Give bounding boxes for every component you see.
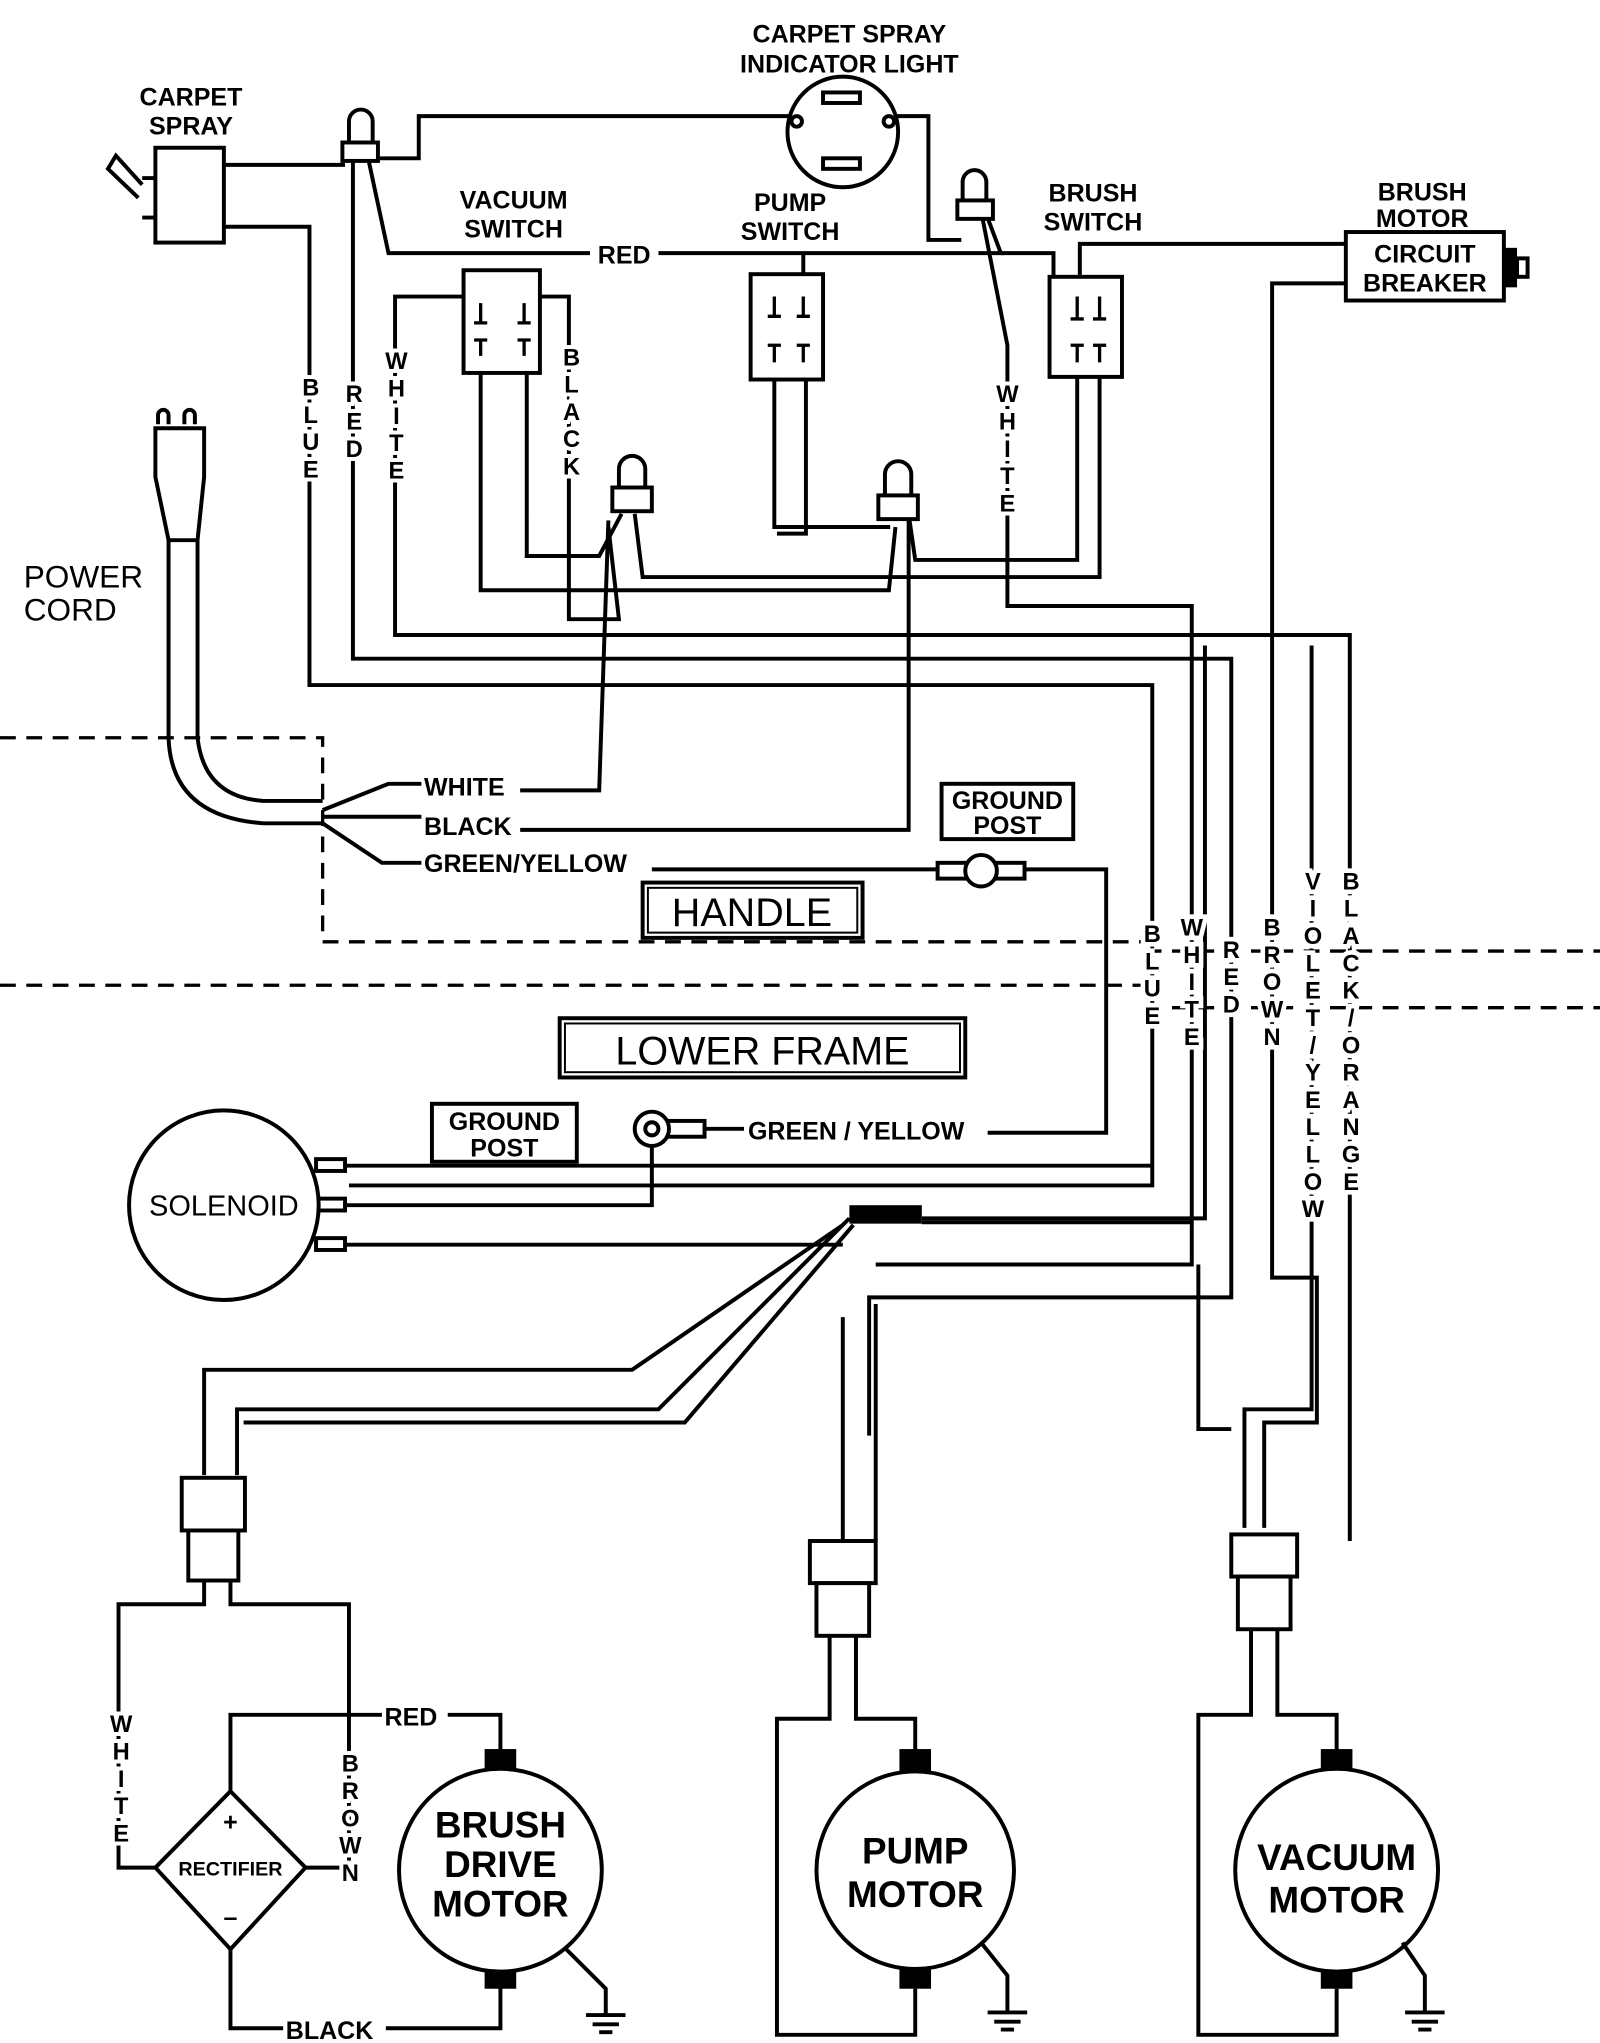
motor-label: MOTOR <box>432 1883 569 1924</box>
ground-post-lower: GROUND POST <box>429 1101 707 1164</box>
circuit-breaker-label: BREAKER <box>1363 269 1487 297</box>
handle-wiring <box>202 114 1352 1542</box>
handle-boundary <box>0 736 1146 944</box>
wire-label-blue: BLUE <box>1139 922 1165 1031</box>
motor-label: PUMP <box>862 1831 968 1872</box>
wire-label-white: WHITE <box>383 349 409 486</box>
motor-label: MOTOR <box>847 1874 984 1915</box>
vacuum-switch: VACUUM SWITCH <box>460 186 568 375</box>
brush-motor-circuit-breaker: BRUSH MOTOR CIRCUIT BREAKER <box>1343 178 1530 303</box>
wire-label-red: RED <box>1218 938 1244 1020</box>
carpet-spray-label: SPRAY <box>149 113 233 141</box>
pump-motor: PUMP MOTOR <box>774 1539 1028 2037</box>
wire-label-brown: BROWN <box>1259 915 1285 1052</box>
brush-switch-label: BRUSH <box>1049 180 1138 208</box>
motor-label: MOTOR <box>1268 1879 1405 1920</box>
wire-label-blue: BLUE <box>298 376 324 485</box>
handle-label: HANDLE <box>672 891 832 935</box>
wire-label-white: WHITE <box>424 774 505 802</box>
solenoid-label: SOLENOID <box>149 1191 299 1223</box>
wire-label-violet-yellow: VIOLET/YELLOW <box>1300 869 1326 1224</box>
indicator-label: INDICATOR LIGHT <box>740 51 959 79</box>
wire-label-black: BLACK <box>286 2017 374 2043</box>
ground-post-handle: GROUND POST <box>935 781 1076 889</box>
lamp-icon <box>876 459 920 522</box>
power-cord-label: POWER <box>24 559 143 595</box>
lower-frame-section-label: LOWER FRAME <box>557 1016 968 1080</box>
wire-label-red: RED <box>341 382 367 464</box>
lamp-icon <box>955 168 995 221</box>
lamp-icon <box>610 453 654 514</box>
ground-post-label: POST <box>973 812 1042 840</box>
wire-connector <box>849 1205 922 1224</box>
wire-label-white: WHITE <box>108 1712 134 1849</box>
pump-switch-label: PUMP <box>754 189 826 217</box>
vacuum-motor: VACUUM MOTOR <box>1196 1532 1445 2037</box>
wire-label-black-orange: BLACK/ORANGE <box>1338 869 1364 1197</box>
brush-motor-label: MOTOR <box>1376 205 1469 233</box>
lower-frame-label: LOWER FRAME <box>615 1029 909 1073</box>
brush-switch-label: SWITCH <box>1044 209 1143 237</box>
wire-label-brown: BROWN <box>337 1752 363 1889</box>
handle-section-label: HANDLE <box>640 880 865 940</box>
wire-label-white: WHITE <box>994 382 1020 519</box>
wire-label-black: BLACK <box>559 345 585 482</box>
carpet-spray-indicator-light: CARPET SPRAY INDICATOR LIGHT <box>740 20 959 190</box>
ground-post-label: POST <box>470 1134 539 1162</box>
lamp-icon <box>340 107 380 163</box>
indicator-label: CARPET SPRAY <box>753 20 947 48</box>
brush-switch: BRUSH SWITCH <box>1044 180 1143 379</box>
pump-switch-label: SWITCH <box>741 218 840 246</box>
wire-label-red: RED <box>598 242 651 270</box>
wire-label-green-yellow: GREEN/YELLOW <box>424 850 627 878</box>
rectifier-minus: – <box>223 1904 237 1932</box>
carpet-spray-label: CARPET <box>140 84 244 112</box>
power-cord-label: CORD <box>24 592 117 628</box>
wire-label-white: WHITE <box>1179 915 1205 1052</box>
vacuum-switch-label: VACUUM <box>460 186 568 214</box>
rectifier-label: RECTIFIER <box>178 1858 282 1880</box>
brush-harness-connector <box>116 1475 503 2031</box>
brush-drive-motor: BRUSH DRIVE MOTOR <box>397 1749 626 2035</box>
vacuum-switch-label: SWITCH <box>464 215 563 243</box>
carpet-spray-switch: CARPET SPRAY <box>105 84 244 245</box>
rectifier: RECTIFIER + – <box>152 1788 309 1953</box>
motor-label: VACUUM <box>1257 1837 1416 1878</box>
motor-label: DRIVE <box>444 1844 557 1885</box>
wire-label-green-yellow: GREEN / YELLOW <box>748 1117 965 1145</box>
ground-post-label: GROUND <box>449 1108 560 1136</box>
power-cord: POWER CORD <box>24 407 323 826</box>
motor-label: BRUSH <box>435 1804 566 1845</box>
solenoid: SOLENOID <box>127 1108 347 1302</box>
wire-label-black: BLACK <box>424 813 512 841</box>
ground-post-label: GROUND <box>952 787 1063 815</box>
rectifier-plus: + <box>223 1809 238 1837</box>
circuit-breaker-label: CIRCUIT <box>1374 240 1476 268</box>
pump-switch: PUMP SWITCH <box>741 189 840 382</box>
wire-label-red: RED <box>385 1703 438 1731</box>
brush-motor-label: BRUSH <box>1378 178 1467 206</box>
